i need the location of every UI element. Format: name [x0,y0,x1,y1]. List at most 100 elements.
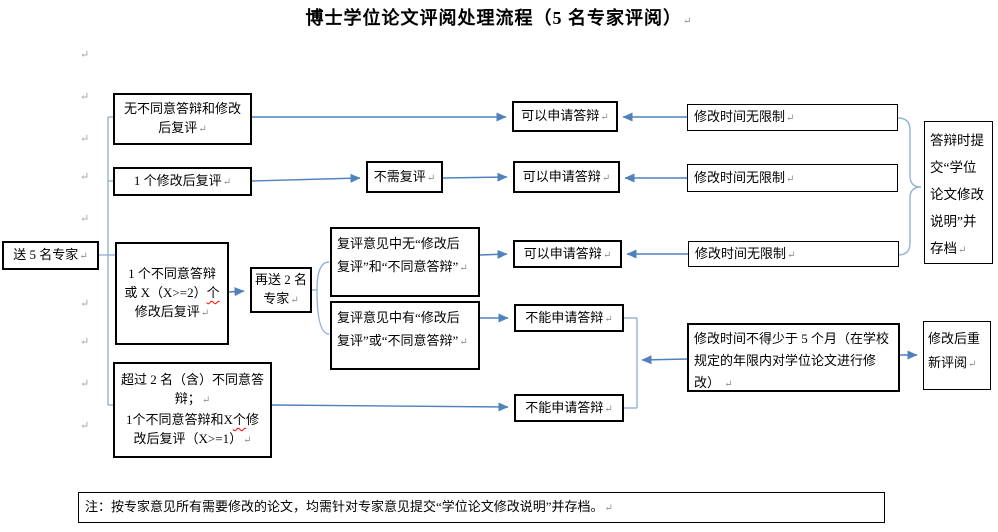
return-mark-icon: ↵ [459,263,468,274]
return-mark-icon: ↵ [459,337,468,348]
return-mark-icon: ↵ [426,172,436,184]
return-mark-icon: ↵ [290,295,299,306]
box-line: 新评阅↵ [928,355,977,370]
box-can-apply-defense-1: 可以申请答辩↵ [512,101,618,132]
box-text: 1 个修改后复评↵ [133,173,232,188]
spellcheck-squiggle: 个 [232,412,246,427]
return-mark-icon: ↵ [958,245,967,256]
box-line: 专家↵ [263,291,299,306]
box-line: 后复评↵ [158,120,207,135]
return-mark-icon: ↵ [80,336,90,348]
return-mark-icon: ↵ [80,298,90,310]
return-mark-icon: ↵ [604,313,613,325]
return-mark-icon: ↵ [80,133,90,145]
return-mark-icon: ↵ [200,308,210,319]
box-no-rereview-needed: 不需复评↵ [366,161,443,193]
box-can-apply-defense-2: 可以申请答辩↵ [513,161,620,193]
box-text: 不能申请答辩↵ [525,309,613,325]
box-line: 无不同意答辩和修改 [123,101,241,116]
return-mark-icon: ↵ [222,177,232,188]
return-mark-icon: ↵ [604,403,613,415]
box-resend-2-experts: 再送 2 名 专家↵ [250,267,312,313]
return-mark-icon: ↵ [201,395,211,406]
box-rereview-has-negative: 复评意见中有“修改后 复评”或“不同意答辩”↵ [330,301,480,370]
box-no-time-limit-3: 修改时间无限制↵ [688,241,899,267]
box-text: 修改时间无限制↵ [694,169,795,185]
box-footer-note: 注：按专家意见所有需要修改的论文，均需针对专家意见提交“学位论文修改说明”并存档… [78,492,885,523]
box-line: 修改时间不得少于 5 个月（在学校 [694,331,890,346]
return-mark-icon: ↵ [724,379,733,390]
box-line: 超过 2 名（含）不同意答 [120,372,264,387]
box-no-time-limit-2: 修改时间无限制↵ [687,164,898,192]
box-line: 复评意见中有“修改后 [337,310,460,325]
return-mark-icon: ↵ [968,359,977,370]
return-mark-icon: ↵ [80,378,90,390]
box-line: 改） ↵ [694,375,733,390]
box-text: 可以申请答辩↵ [522,168,611,184]
return-mark-icon: ↵ [786,173,795,185]
page-title-text: 博士学位论文评阅处理流程（5 名专家评阅） [305,8,683,28]
spellcheck-squiggle: 个 [206,285,220,300]
box-line: 修改后重 [928,331,981,346]
box-line: 论文修改 [930,187,984,202]
box-can-apply-defense-3: 可以申请答辩↵ [513,240,622,268]
box-text: 修改时间无限制↵ [694,109,795,124]
return-mark-icon: ↵ [80,171,90,183]
box-text: 不需复评↵ [373,168,436,184]
right-brace [897,117,922,256]
box-line: 再送 2 名 [254,272,307,287]
cannot-merge-bracket [624,317,638,409]
box-line: 复评”和“不同意答辩”↵ [337,259,468,274]
box-line: 交“学位 [930,160,977,175]
box-branch-one-revise: 1 个修改后复评↵ [113,167,252,196]
box-text: 注：按专家意见所有需要修改的论文，均需针对专家意见提交“学位论文修改说明”并存档… [85,499,613,514]
box-line: 辩；↵ [174,391,211,406]
box-branch-no-disagree: 无不同意答辩和修改 后复评↵ [113,93,252,145]
return-mark-icon: ↵ [243,435,252,446]
box-rereview-no-negative: 复评意见中无“修改后 复评”和“不同意答辩”↵ [330,227,480,297]
box-text: 修改时间无限制↵ [695,245,796,261]
box-text: 送 5 名专家↵ [13,247,88,262]
box-line: 存档↵ [930,241,967,256]
return-mark-icon: ↵ [787,249,796,261]
box-line: 改后复评（X>=1）↵ [133,431,252,446]
box-cannot-apply-defense-2: 不能申请答辩↵ [514,394,624,422]
box-branch-two-or-more-disagree: 超过 2 名（含）不同意答 辩；↵ 1个不同意答辩和X个修 改后复评（X>=1）… [113,362,272,458]
return-mark-icon: ↵ [601,172,611,184]
box-line: 规定的年限内对学位论文进行修 [694,353,877,368]
return-mark-icon: ↵ [604,503,613,514]
resend-fork [312,261,330,335]
box-send-5-experts: 送 5 名专家↵ [2,241,99,270]
box-line: 或 X（X>=2）个 [124,285,220,300]
return-mark-icon: ↵ [602,249,612,261]
arrow-branch4-to-cannot2 [271,402,509,412]
box-branch-one-disagree-or-x-revise: 1 个不同意答辩 或 X（X>=2）个 修改后复评↵ [115,242,229,345]
return-mark-icon: ↵ [600,112,609,123]
box-no-time-limit-1: 修改时间无限制↵ [687,104,898,131]
return-mark-icon: ↵ [80,213,90,225]
box-line: 1 个不同意答辩 [128,266,216,281]
box-min-five-months-revision: 修改时间不得少于 5 个月（在学校 规定的年限内对学位论文进行修 改） ↵ [687,323,900,392]
box-rereview-after-revision: 修改后重 新评阅↵ [923,321,991,390]
box-line: 复评”或“不同意答辩”↵ [337,333,468,348]
box-line: 1个不同意答辩和X个修 [126,412,259,427]
arrow-branch3-to-resend [228,287,245,297]
box-line: 修改后复评↵ [134,304,210,319]
return-mark-icon: ↵ [786,113,795,124]
box-line: 说明”并 [930,214,977,229]
return-mark-icon: ↵ [80,49,90,61]
arrow-noreview-to-can2 [442,172,508,182]
box-text: 可以申请答辩↵ [523,245,612,261]
box-cannot-apply-defense-1: 不能申请答辩↵ [514,304,624,332]
box-text: 不能申请答辩↵ [525,399,613,415]
page-title: 博士学位论文评阅处理流程（5 名专家评阅）↵ [0,4,998,30]
arrow-revnone-to-can3 [479,249,508,259]
return-mark-icon: ↵ [80,420,90,432]
return-mark-icon: ↵ [80,91,90,103]
box-line: 答辩时提 [930,133,984,148]
box-text: 可以申请答辩↵ [521,108,609,123]
return-mark-icon: ↵ [79,251,88,262]
return-mark-icon: ↵ [683,16,693,27]
